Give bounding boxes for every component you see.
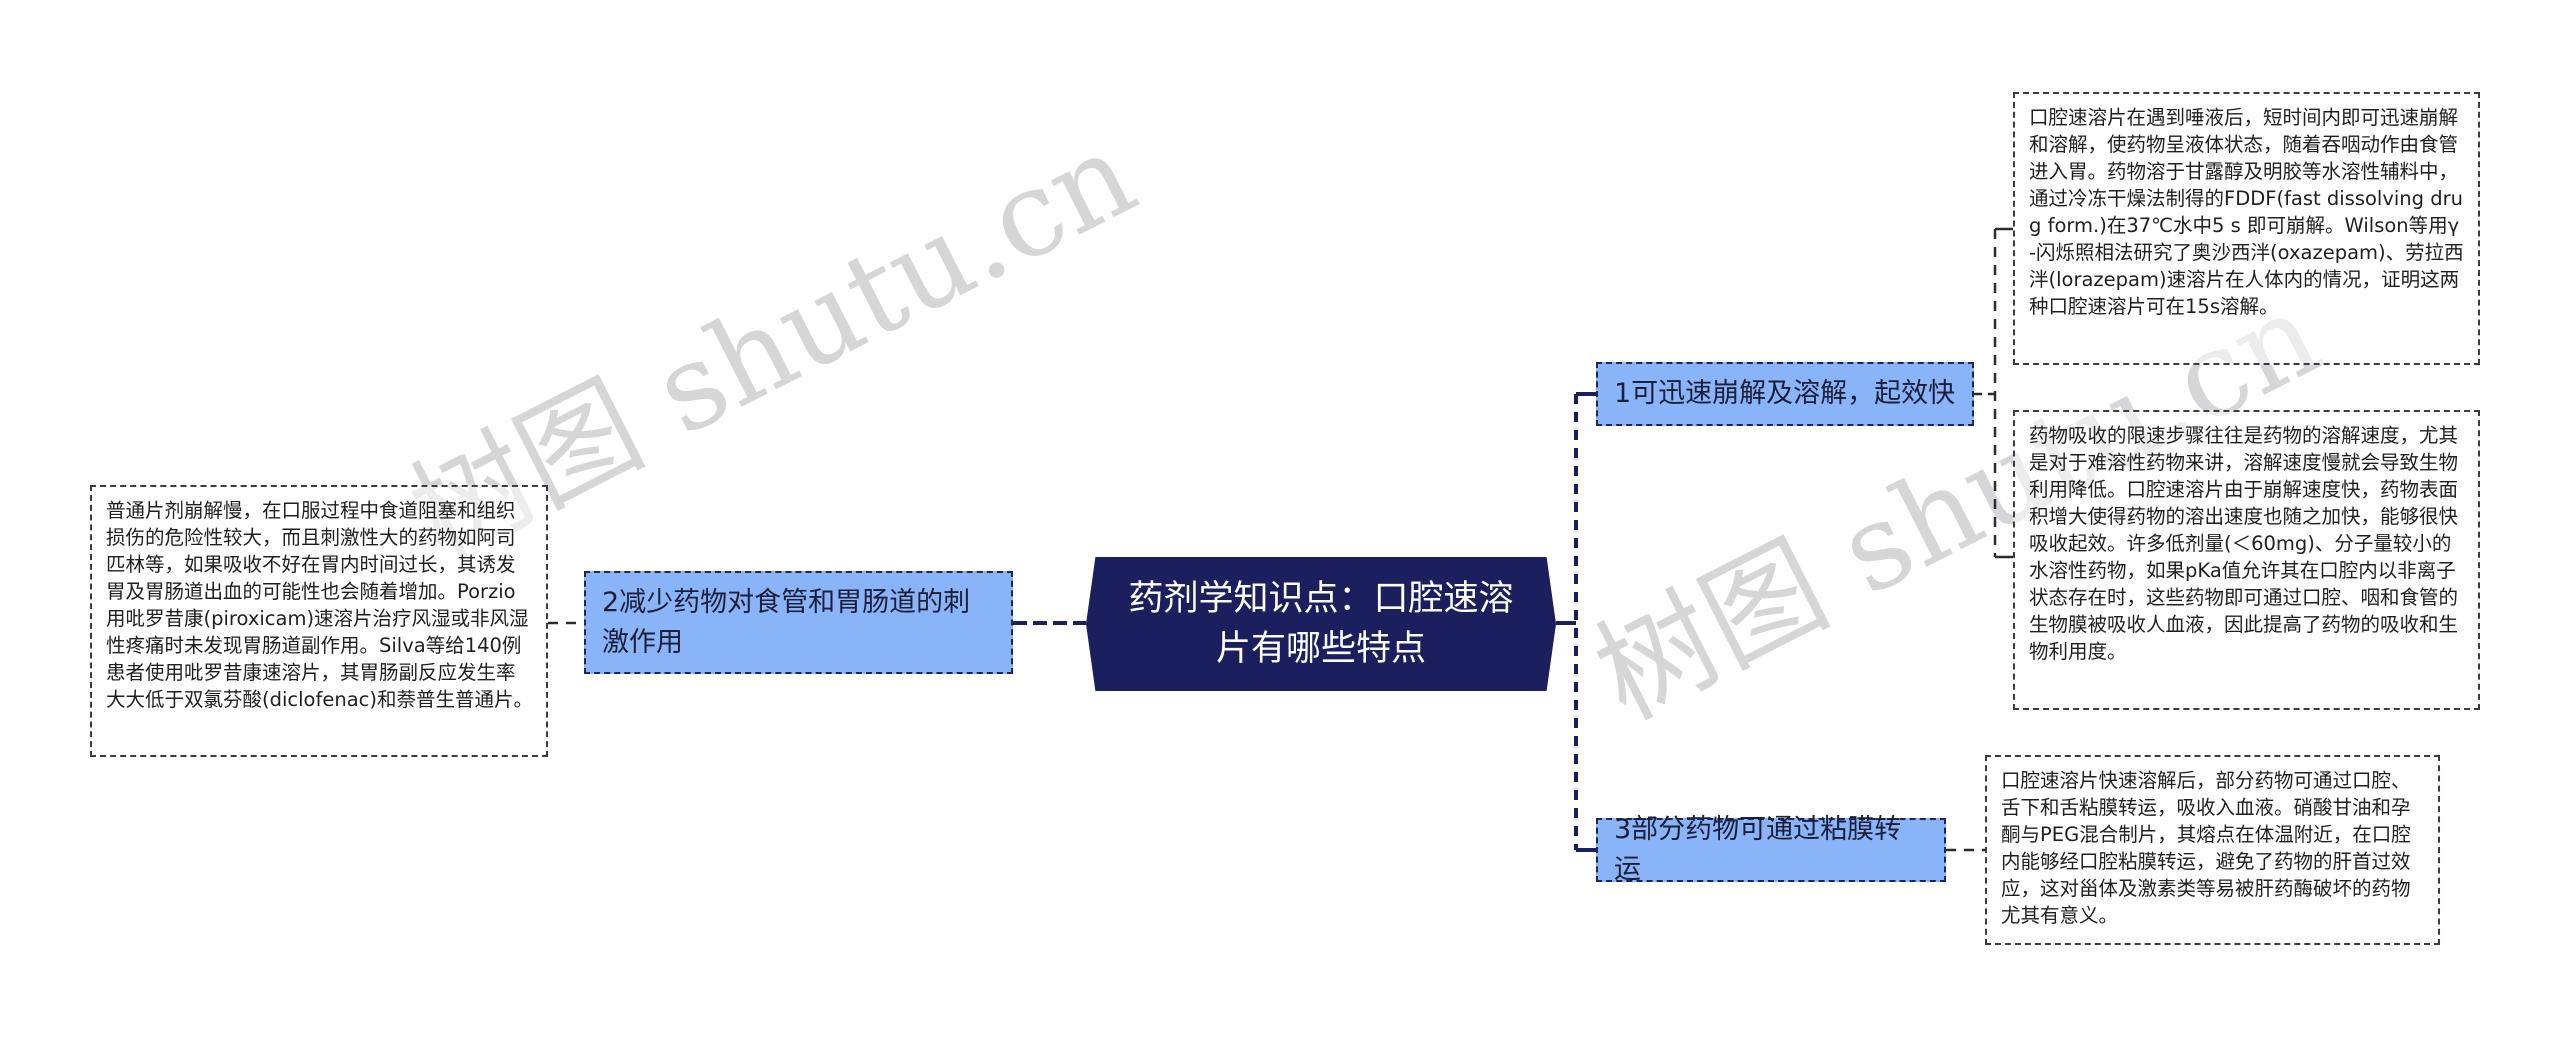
detail-note-2[interactable]: 普通片剂崩解慢，在口服过程中食道阻塞和组织损伤的危险性较大，而且刺激性大的药物如… (90, 485, 548, 757)
detail-note-3[interactable]: 口腔速溶片快速溶解后，部分药物可通过口腔、舌下和舌粘膜转运，吸收入血液。硝酸甘油… (1985, 755, 2440, 945)
branch-label: 2减少药物对食管和胃肠道的刺激作用 (602, 586, 971, 658)
branch-label: 3部分药物可通过粘膜转运 (1614, 814, 1902, 885)
central-topic-label: 药剂学知识点：口腔速溶片有哪些特点 (1128, 579, 1514, 669)
branch-node-1[interactable]: 1可迅速崩解及溶解，起效快 (1596, 362, 1974, 426)
central-topic[interactable]: 药剂学知识点：口腔速溶片有哪些特点 (1086, 557, 1556, 691)
detail-text: 药物吸收的限速步骤往往是药物的溶解速度，尤其是对于难溶性药物来讲，溶解速度慢就会… (2029, 424, 2459, 663)
detail-note-1b[interactable]: 药物吸收的限速步骤往往是药物的溶解速度，尤其是对于难溶性药物来讲，溶解速度慢就会… (2013, 410, 2480, 710)
detail-text: 口腔速溶片在遇到唾液后，短时间内即可迅速崩解和溶解，使药物呈液体状态，随着吞咽动… (2029, 106, 2464, 318)
branch-label: 1可迅速崩解及溶解，起效快 (1614, 378, 1956, 409)
detail-text: 普通片剂崩解慢，在口服过程中食道阻塞和组织损伤的危险性较大，而且刺激性大的药物如… (106, 499, 533, 711)
detail-text: 口腔速溶片快速溶解后，部分药物可通过口腔、舌下和舌粘膜转运，吸收入血液。硝酸甘油… (2001, 769, 2411, 927)
branch-node-3[interactable]: 3部分药物可通过粘膜转运 (1596, 814, 1946, 885)
branch-node-2[interactable]: 2减少药物对食管和胃肠道的刺激作用 (584, 571, 1013, 674)
detail-note-1a[interactable]: 口腔速溶片在遇到唾液后，短时间内即可迅速崩解和溶解，使药物呈液体状态，随着吞咽动… (2013, 92, 2480, 365)
